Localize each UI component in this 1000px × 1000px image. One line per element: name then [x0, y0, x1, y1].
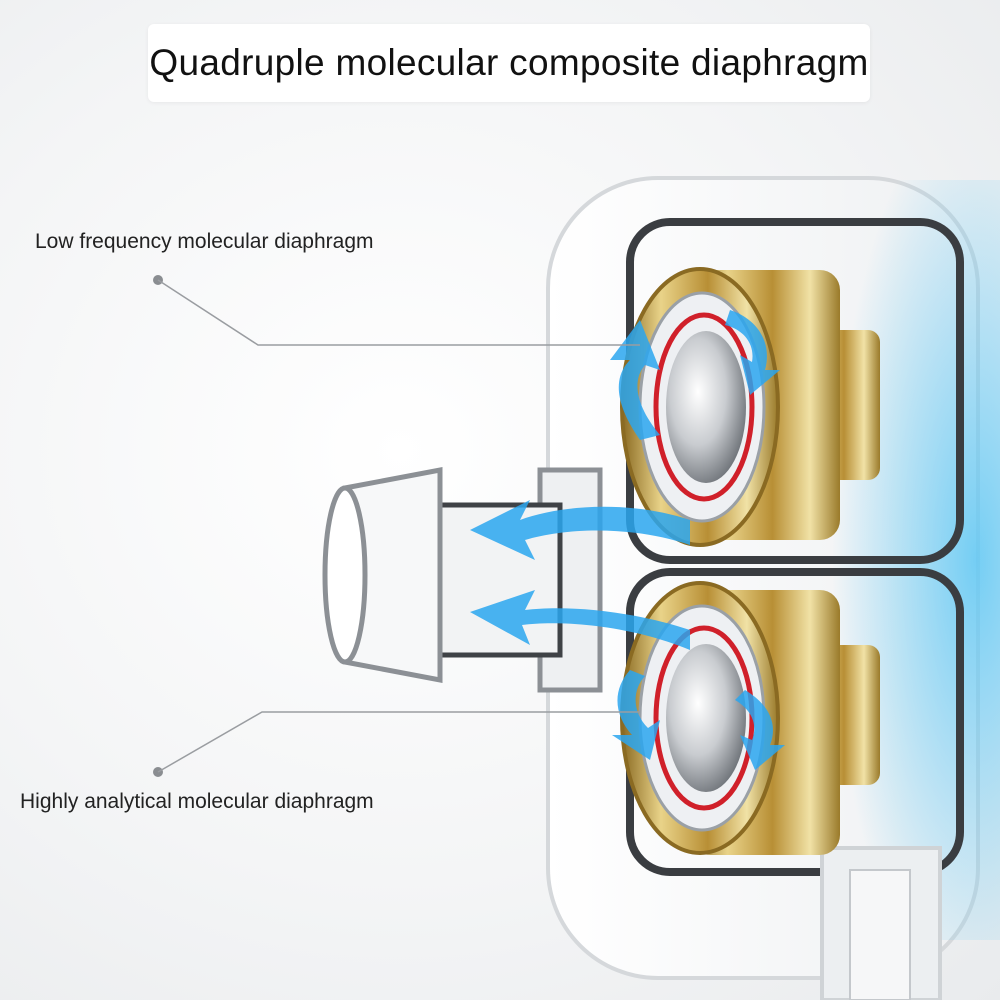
- upper-driver: [620, 267, 880, 547]
- callout-bottom-leader: [153, 711, 640, 777]
- highly-analytical-diaphragm-label: Highly analytical molecular diaphragm: [20, 790, 374, 813]
- page-title: Quadruple molecular composite diaphragm: [149, 42, 869, 83]
- title-banner: Quadruple molecular composite diaphragm: [148, 24, 870, 102]
- callout-top-leader: [153, 275, 640, 346]
- low-frequency-diaphragm-label: Low frequency molecular diaphragm: [35, 230, 374, 253]
- sound-flow-arrows: [470, 310, 785, 770]
- ear-tip: [322, 466, 603, 693]
